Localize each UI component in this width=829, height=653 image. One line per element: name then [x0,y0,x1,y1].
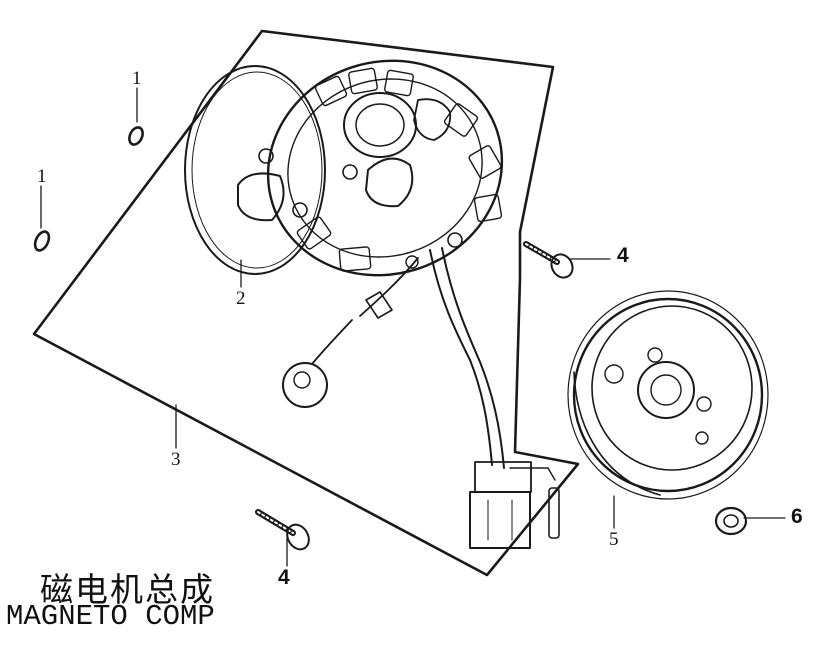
callout-4-lower: 4 [278,566,290,589]
callout-1-upper: 1 [132,68,142,89]
assembly-boundary-outline [32,29,580,577]
callout-1-lower: 1 [37,166,47,187]
bolt-icon [255,509,310,551]
nut-icon [714,506,748,536]
gasket-ring-icon [184,65,326,275]
connector-icon [469,461,560,549]
leader-lines [40,87,786,567]
o-ring-icon [128,126,144,146]
callout-5: 5 [609,529,619,550]
callout-2: 2 [236,288,246,309]
diagram-title-english: MAGNETO COMP [6,600,215,633]
bolt-icon [523,241,574,279]
o-ring-icon [33,230,51,252]
flywheel-rotor-icon [567,290,769,500]
callout-4-upper: 4 [617,244,629,267]
diagram-title-chinese: 磁电机总成 [40,570,215,609]
callout-6: 6 [791,505,803,528]
stator-assembly-icon [237,59,505,469]
callout-3: 3 [171,449,181,470]
